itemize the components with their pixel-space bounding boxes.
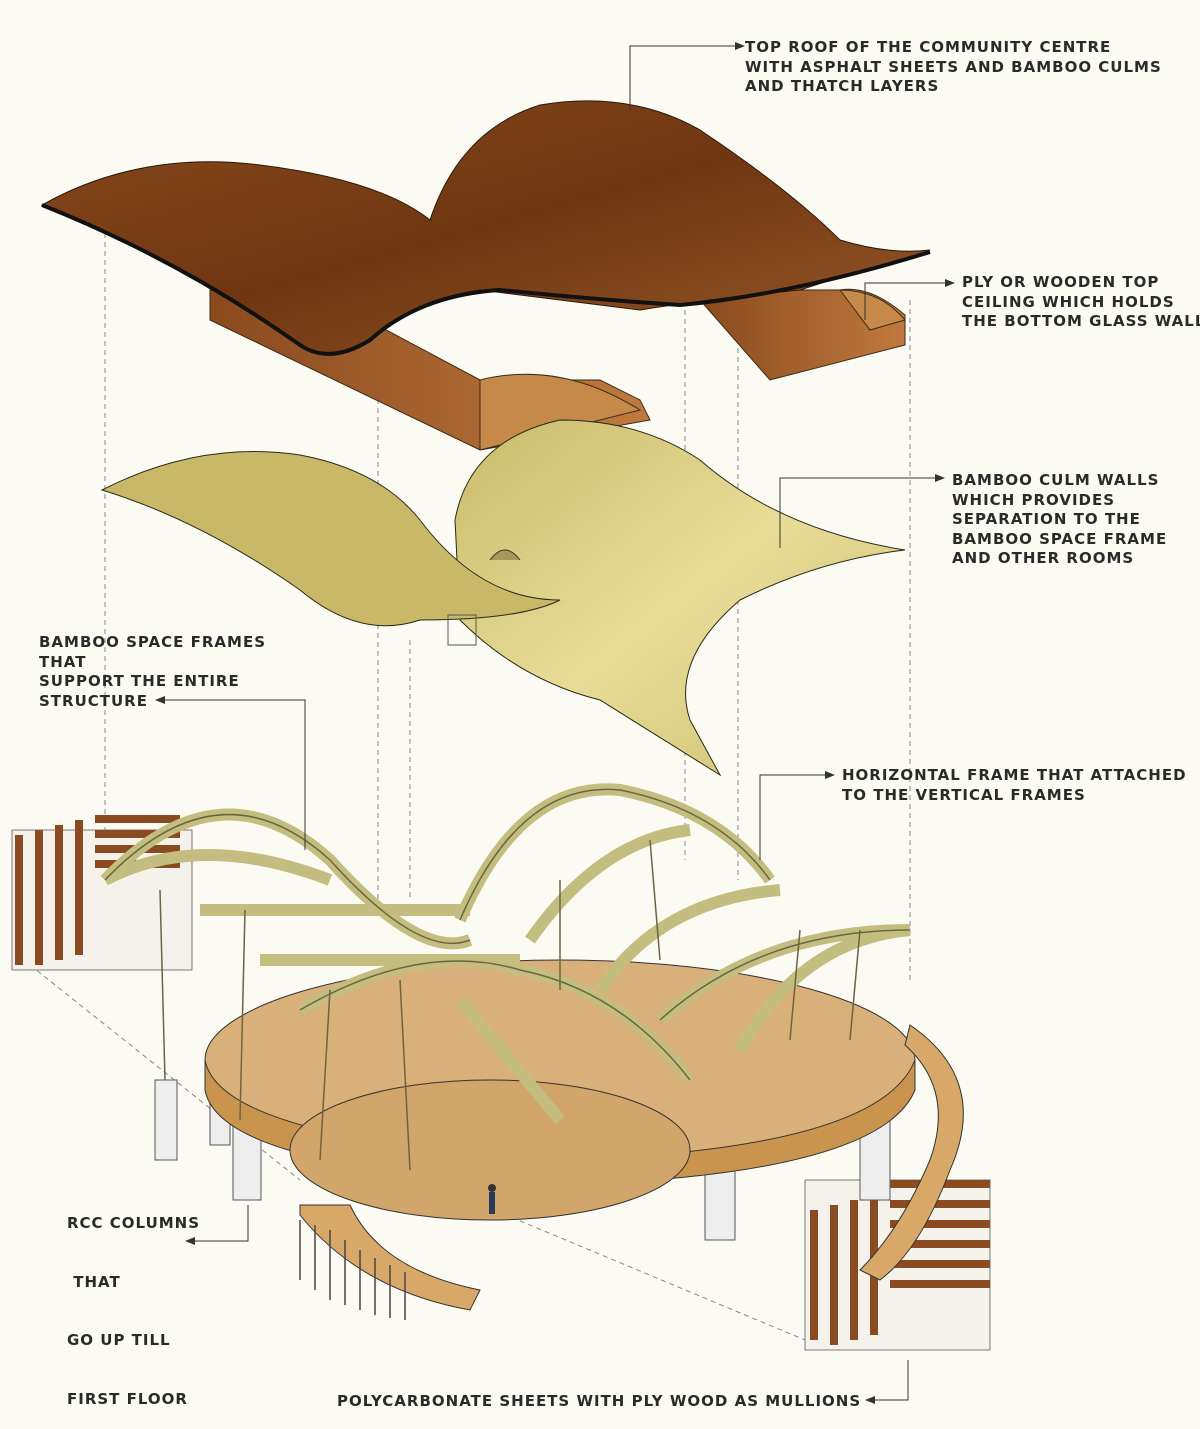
label-line: BAMBOO SPACE FRAMES bbox=[39, 633, 267, 651]
label-line: TOP ROOF OF THE COMMUNITY CENTRE bbox=[745, 38, 1112, 56]
leader-arrowheads bbox=[155, 42, 955, 1404]
label-line: SUPPORT THE ENTIRE bbox=[39, 672, 240, 690]
label-line: WHICH PROVIDES bbox=[952, 490, 1116, 509]
staircase bbox=[299, 1024, 964, 1311]
stair-posts bbox=[299, 1220, 406, 1320]
label-line: BAMBOO SPACE FRAME bbox=[952, 529, 1168, 548]
bamboo-culm-walls bbox=[100, 419, 906, 777]
label-line: BAMBOO CULM WALLS bbox=[952, 471, 1160, 489]
polycarbonate-panel-left bbox=[11, 815, 193, 971]
polycarbonate-panel-right bbox=[804, 1179, 991, 1351]
label-ceiling: PLY OR WOODEN TOP CEILING WHICH HOLDS TH… bbox=[962, 273, 1200, 332]
person-figure bbox=[488, 1184, 496, 1214]
roof-layer bbox=[40, 100, 931, 356]
label-line: THE BOTTOM GLASS WALL bbox=[962, 312, 1200, 330]
label-line: FIRST FLOOR bbox=[67, 1389, 188, 1408]
label-line: SEPARATION TO THE bbox=[952, 510, 1141, 528]
label-line: STRUCTURE bbox=[39, 691, 148, 710]
label-horizontal-frame: HORIZONTAL FRAME THAT ATTACHED TO THE VE… bbox=[842, 766, 1187, 805]
label-line: GO UP TILL bbox=[67, 1331, 171, 1349]
label-line: CEILING WHICH HOLDS bbox=[962, 292, 1175, 311]
label-line: THAT bbox=[39, 652, 87, 671]
label-top-roof: TOP ROOF OF THE COMMUNITY CENTRE WITH AS… bbox=[745, 38, 1162, 97]
label-line: RCC COLUMNS bbox=[67, 1214, 201, 1232]
label-line: TO THE VERTICAL FRAMES bbox=[842, 785, 1086, 804]
frame-bracing bbox=[104, 788, 911, 1171]
label-polycarbonate: POLYCARBONATE SHEETS WITH PLY WOOD AS MU… bbox=[337, 1392, 862, 1410]
label-line: AND OTHER ROOMS bbox=[952, 549, 1135, 567]
label-space-frames: BAMBOO SPACE FRAMES THAT SUPPORT THE ENT… bbox=[39, 633, 266, 711]
leader-lines bbox=[165, 45, 945, 1401]
label-line: WITH ASPHALT SHEETS AND BAMBOO CULMS bbox=[745, 57, 1162, 76]
label-culm-walls: BAMBOO CULM WALLS WHICH PROVIDES SEPARAT… bbox=[952, 471, 1167, 569]
label-line: HORIZONTAL FRAME THAT ATTACHED bbox=[842, 766, 1187, 784]
label-line: AND THATCH LAYERS bbox=[745, 77, 940, 95]
label-rcc-columns: RCC COLUMNS THAT GO UP TILL FIRST FLOOR bbox=[67, 1175, 200, 1429]
label-line: PLY OR WOODEN TOP bbox=[962, 273, 1160, 291]
label-line: THAT bbox=[67, 1272, 121, 1291]
floor-platform bbox=[154, 959, 916, 1241]
